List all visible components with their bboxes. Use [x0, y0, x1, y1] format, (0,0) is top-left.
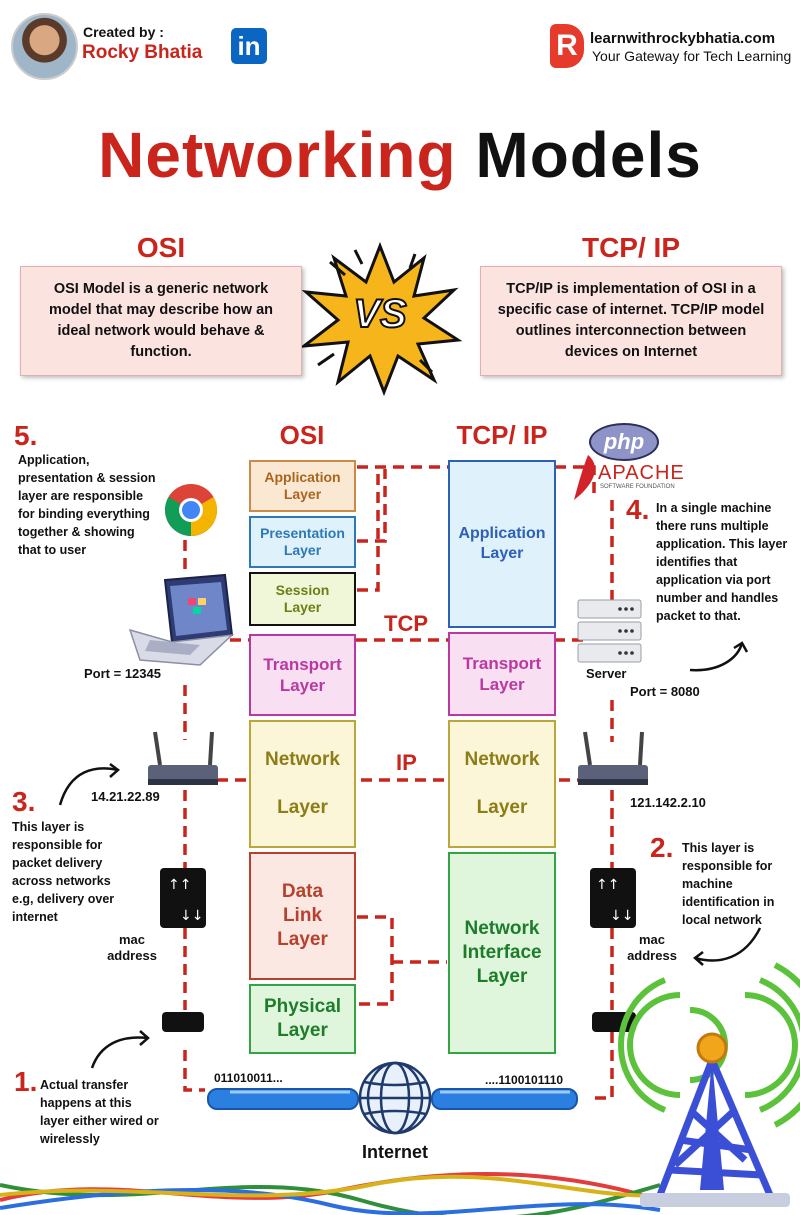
globe-icon — [358, 1061, 432, 1135]
osi-presentation-layer: Presentation Layer — [249, 516, 356, 568]
server-label: Server — [586, 666, 627, 681]
tcp-intro-heading: TCP/ IP — [581, 232, 680, 263]
port-right-label: Port = 8080 — [630, 684, 700, 699]
server-icon — [577, 599, 642, 663]
tower-icon — [617, 962, 800, 1207]
osi-intro-box: OSI Model is a generic network model tha… — [20, 266, 302, 376]
laptop-icon — [128, 573, 235, 666]
site-logo-icon: R — [550, 24, 584, 68]
ip-label: IP — [396, 750, 417, 775]
router-left-icon — [148, 731, 218, 785]
author-name: Rocky Bhatia — [82, 42, 203, 63]
svg-text:↑↑: ↑↑ — [168, 877, 191, 893]
note-2-number: 2. — [650, 832, 674, 863]
note-4-text: In a single machine there runs multiple … — [656, 501, 788, 623]
bottom-cables — [0, 1172, 661, 1215]
mac-right-label: mac address — [627, 932, 677, 963]
internet-label: Internet — [361, 1142, 428, 1162]
osi-session-layer: Session Layer — [249, 572, 356, 626]
port-left-label: Port = 12345 — [84, 666, 161, 681]
tcp-intro-box: TCP/IP is implementation of OSI in a spe… — [480, 266, 782, 376]
bits-right-label: ....1100101110 — [485, 1073, 564, 1087]
note-1-number: 1. — [14, 1066, 38, 1097]
site-tagline: Your Gateway for Tech Learning — [592, 48, 792, 64]
osi-network-layer: Network Layer — [249, 720, 356, 848]
cable-icon — [207, 1088, 578, 1110]
tcp-transport-layer: Transport Layer — [448, 632, 556, 716]
burst-lines — [317, 249, 434, 374]
note-5-number: 5. — [14, 420, 38, 451]
switch-right-icon: ↑↑ ↓↓ — [590, 868, 636, 928]
bits-left-label: 011010011... — [214, 1071, 283, 1085]
page-title: Networking Models — [0, 118, 800, 192]
nic-left-icon — [162, 1012, 204, 1032]
router-right-icon — [578, 731, 648, 785]
tcp-label: TCP — [384, 611, 428, 636]
title-part2: Models — [475, 119, 702, 191]
tcp-network-layer: Network Layer — [448, 720, 556, 848]
apache-feather-icon — [574, 455, 595, 500]
mac-left-label: mac address — [107, 932, 157, 963]
tcp-application-layer: Application Layer — [448, 460, 556, 628]
note-arrows — [58, 641, 762, 1069]
php-logo-icon: php — [589, 423, 659, 461]
note-3-text: This layer is responsible for packet del… — [12, 820, 115, 924]
osi-application-layer: Application Layer — [249, 460, 356, 512]
osi-transport-layer: Transport Layer — [249, 634, 356, 716]
note-4-number: 4. — [626, 494, 650, 525]
vs-burst — [298, 241, 463, 397]
osi-data-link-layer: Data Link Layer — [249, 852, 356, 980]
apache-logo-text: APACHE — [598, 462, 685, 484]
note-5-text: Application, presentation & session laye… — [18, 453, 156, 557]
title-part1: Networking — [98, 119, 457, 191]
svg-text:↑↑: ↑↑ — [596, 877, 619, 893]
created-by-label: Created by : — [83, 24, 164, 40]
author-avatar — [11, 13, 78, 80]
osi-physical-layer: Physical Layer — [249, 984, 356, 1054]
linkedin-icon[interactable]: in — [231, 28, 267, 64]
ip-left-label: 14.21.22.89 — [91, 789, 160, 804]
osi-column-heading: OSI — [279, 420, 325, 450]
svg-text:↓↓: ↓↓ — [180, 908, 203, 924]
note-3-number: 3. — [12, 786, 36, 817]
chrome-icon — [165, 484, 217, 536]
svg-text:↓↓: ↓↓ — [610, 908, 633, 924]
ip-right-label: 121.142.2.10 — [630, 795, 706, 810]
switch-left-icon: ↑↑ ↓↓ — [160, 868, 206, 928]
osi-intro-heading: OSI — [136, 232, 186, 263]
tcp-column-heading: TCP/ IP — [456, 420, 548, 450]
tcp-network-interface-layer: Network Interface Layer — [448, 852, 556, 1054]
note-1-text: Actual transfer happens at this layer ei… — [40, 1078, 159, 1146]
apache-logo-subtext: SOFTWARE FOUNDATION — [600, 484, 675, 490]
note-2-text: This layer is responsible for machine id… — [682, 841, 775, 927]
vs-label: VS — [352, 291, 407, 337]
site-url[interactable]: learnwithrockybhatia.com — [590, 30, 776, 47]
